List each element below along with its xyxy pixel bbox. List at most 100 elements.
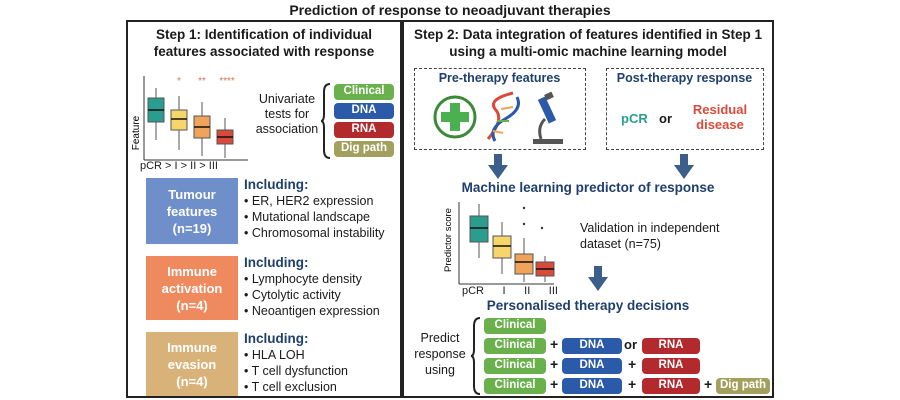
plus-sign: + bbox=[628, 376, 637, 392]
tumour-item-3: • Chromosomal instability bbox=[244, 226, 385, 240]
tag-rna: RNA bbox=[334, 122, 394, 138]
sig-ii: ** bbox=[198, 76, 206, 87]
sig-iii: **** bbox=[219, 76, 235, 87]
activation-including-heading: Including: bbox=[244, 255, 309, 270]
step2-heading-line2: using a multi-omic machine learning mode… bbox=[449, 44, 727, 59]
group-tumour-n: (n=19) bbox=[172, 220, 212, 236]
plus-sign: + bbox=[550, 336, 559, 352]
residual-line1: Residual bbox=[692, 102, 748, 117]
sig-i: * bbox=[177, 76, 181, 87]
tumour-item-1: • ER, HER2 expression bbox=[244, 194, 374, 208]
box-i bbox=[170, 109, 188, 131]
group-tumour-line2: features bbox=[166, 203, 218, 219]
evasion-item-1: • HLA LOH bbox=[244, 348, 305, 362]
validation-label: Validation in independent dataset (n=75) bbox=[580, 220, 719, 252]
group-activation-line2: activation bbox=[161, 280, 223, 296]
plus-sign: + bbox=[628, 356, 637, 372]
row3-clinical: Clinical bbox=[484, 358, 546, 374]
step2-heading-line1: Step 2: Data integration of features ide… bbox=[413, 27, 763, 42]
xtick-pcr: pCR bbox=[462, 285, 485, 297]
row3-dna: DNA bbox=[562, 358, 622, 374]
or-label: or bbox=[659, 111, 672, 126]
row2-rna: RNA bbox=[642, 338, 700, 354]
group-activation-n: (n=4) bbox=[176, 297, 208, 313]
pre-therapy-box: Pre-therapy features bbox=[414, 68, 586, 150]
step2-boxplot: Predictor score bbox=[444, 202, 555, 285]
row4-dna: DNA bbox=[562, 378, 622, 394]
plus-sign: + bbox=[550, 356, 559, 372]
evasion-including-heading: Including: bbox=[244, 331, 309, 346]
tag-dna: DNA bbox=[334, 103, 394, 119]
group-tumour-features: Tumour features (n=19) bbox=[146, 178, 238, 244]
step1-heading: Step 1: Identification of individual fea… bbox=[128, 26, 400, 60]
step1-panel: Step 1: Identification of individual fea… bbox=[126, 20, 402, 398]
group-tumour-line1: Tumour bbox=[168, 186, 216, 202]
plus-sign: + bbox=[550, 376, 559, 392]
xtick-i: I bbox=[502, 285, 506, 297]
pre-therapy-icons bbox=[433, 91, 563, 144]
univariate-label: Univariate tests for association bbox=[252, 92, 322, 137]
box-i bbox=[492, 235, 512, 259]
group-immune-evasion: Immune evasion (n=4) bbox=[146, 332, 238, 396]
univariate-line3: association bbox=[255, 122, 319, 136]
row4-dig-path: Dig path bbox=[716, 378, 770, 394]
evasion-item-2: • T cell dysfunction bbox=[244, 364, 348, 378]
tag-clinical: Clinical bbox=[334, 84, 394, 100]
xtick-ii: II bbox=[524, 285, 531, 297]
tumour-including-heading: Including: bbox=[244, 177, 309, 192]
activation-item-1: • Lymphocyte density bbox=[244, 272, 362, 286]
group-activation-line1: Immune bbox=[167, 263, 217, 279]
step1-xticks: pCR > I > II > III bbox=[140, 160, 218, 172]
row3-rna: RNA bbox=[642, 358, 700, 374]
univariate-line2: tests for bbox=[264, 107, 310, 121]
row2-or: or bbox=[624, 337, 637, 352]
residual-disease-label: Residual disease bbox=[685, 102, 755, 132]
validation-line1: Validation in independent bbox=[580, 221, 720, 235]
row1-clinical: Clinical bbox=[484, 318, 546, 334]
predict-label: Predict response using bbox=[410, 330, 470, 378]
group-immune-activation: Immune activation (n=4) bbox=[146, 256, 238, 320]
evasion-including: Including: • HLA LOH • T cell dysfunctio… bbox=[244, 331, 348, 395]
step2-xticks: pCR I II III bbox=[462, 285, 558, 297]
group-evasion-line1: Immune bbox=[167, 339, 217, 355]
activation-item-3: • Neoantigen expression bbox=[244, 304, 380, 318]
dna-icon bbox=[486, 91, 520, 142]
xtick-iii: III bbox=[548, 285, 558, 297]
evasion-item-3: • T cell exclusion bbox=[244, 380, 337, 394]
step1-heading-line2: features associated with response bbox=[153, 44, 375, 59]
pcr-label: pCR bbox=[621, 111, 648, 126]
predict-line3: using bbox=[425, 363, 455, 377]
step1-boxplot: Feature * ** **** bbox=[131, 76, 248, 161]
plus-sign: + bbox=[704, 376, 713, 392]
group-evasion-line2: evasion bbox=[167, 356, 217, 372]
residual-line2: disease bbox=[696, 117, 744, 132]
row4-rna: RNA bbox=[642, 378, 700, 394]
brace-icon bbox=[470, 317, 481, 395]
tumour-including: Including: • ER, HER2 expression • Mutat… bbox=[244, 177, 385, 241]
step1-heading-line1: Step 1: Identification of individual bbox=[155, 27, 372, 42]
predict-line1: Predict bbox=[420, 331, 460, 345]
step1-ylabel: Feature bbox=[131, 115, 142, 150]
tag-dig-path: Dig path bbox=[334, 141, 394, 157]
post-therapy-label: Post-therapy response bbox=[616, 71, 753, 85]
pre-therapy-label: Pre-therapy features bbox=[438, 71, 561, 85]
predict-line2: response bbox=[414, 347, 466, 361]
personalised-title: Personalised therapy decisions bbox=[486, 298, 690, 313]
arrow-down-icon bbox=[488, 154, 508, 179]
post-therapy-box: Post-therapy response pCR or Residual di… bbox=[606, 68, 764, 150]
row2-dna: DNA bbox=[562, 338, 622, 354]
microscope-icon bbox=[533, 91, 563, 144]
arrow-down-icon bbox=[588, 266, 608, 291]
row2-clinical: Clinical bbox=[484, 338, 546, 354]
ml-predictor-title: Machine learning predictor of response bbox=[461, 180, 715, 195]
validation-line2: dataset (n=75) bbox=[580, 237, 661, 251]
step2-ylabel: Predictor score bbox=[444, 208, 454, 272]
tumour-item-2: • Mutational landscape bbox=[244, 210, 370, 224]
box-pcr bbox=[469, 215, 489, 243]
step2-heading: Step 2: Data integration of features ide… bbox=[404, 26, 772, 60]
medical-cross-icon bbox=[433, 95, 477, 139]
page-title: Prediction of response to neoadjuvant th… bbox=[289, 2, 611, 18]
univariate-line1: Univariate bbox=[258, 92, 316, 106]
step2-panel: Step 2: Data integration of features ide… bbox=[402, 20, 774, 398]
row4-clinical: Clinical bbox=[484, 378, 546, 394]
